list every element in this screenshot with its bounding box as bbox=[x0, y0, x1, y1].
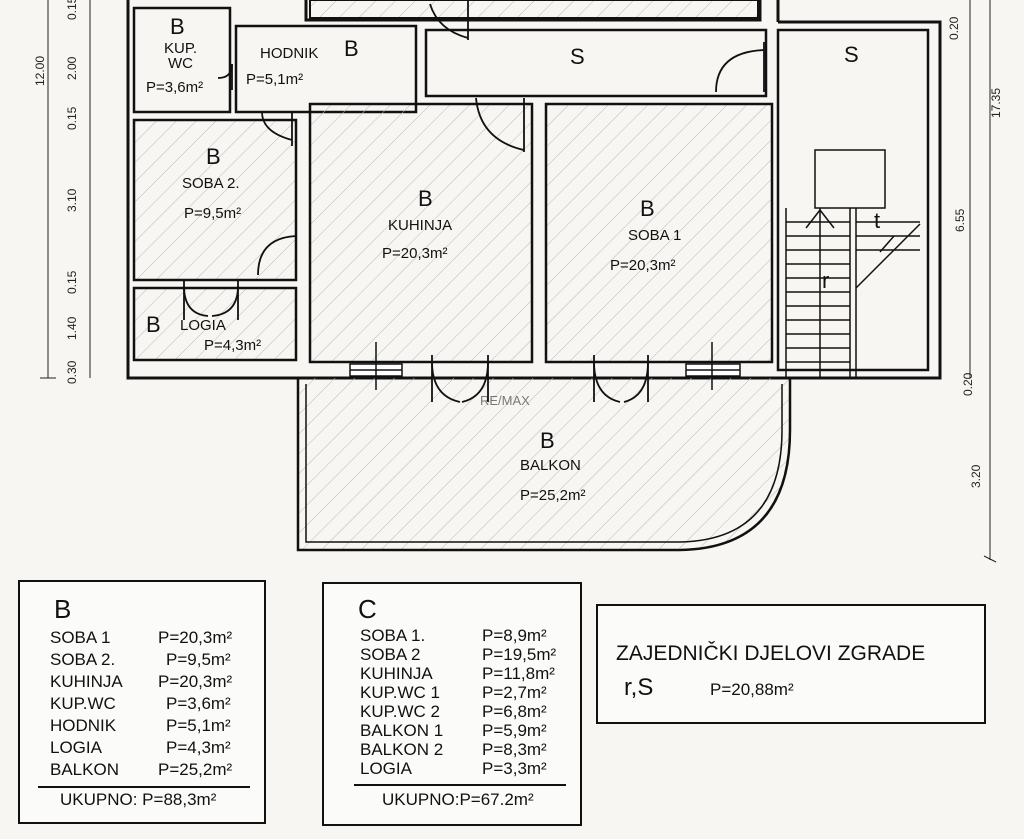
room-soba2 bbox=[132, 118, 298, 282]
balkon-name: BALKON bbox=[520, 457, 581, 474]
logia-letter: B bbox=[146, 312, 161, 337]
stair-r-label: r bbox=[822, 268, 829, 293]
kup-wc-name-1: KUP. bbox=[164, 40, 197, 57]
soba1-letter: B bbox=[640, 196, 655, 221]
kup-wc-letter: B bbox=[170, 14, 185, 39]
stair-s-label: S bbox=[844, 42, 859, 67]
dim-left-4: 3.10 bbox=[65, 188, 79, 212]
dim-left-5: 0.15 bbox=[65, 270, 79, 294]
opening-dashed bbox=[531, 205, 547, 315]
soba2-name: SOBA 2. bbox=[182, 175, 240, 192]
windows bbox=[349, 342, 741, 390]
table-c-total: UKUPNO:P=67.2m² bbox=[382, 790, 534, 809]
soba1-area: P=20,3m² bbox=[610, 257, 675, 274]
room-hodnik bbox=[234, 24, 418, 114]
dimension-texts: 12.00 2.00 0.15 0.15 3.10 0.15 1.40 0.30… bbox=[33, 0, 1003, 488]
kuhinja-name: KUHINJA bbox=[388, 217, 452, 234]
dim-left-1: 2.00 bbox=[65, 56, 79, 80]
table-b-row: SOBA 2.P=9,5m² bbox=[50, 650, 231, 669]
stair-t-label: t bbox=[874, 208, 880, 233]
kup-wc-name-2: WC bbox=[168, 55, 193, 72]
dim-left-2: 0.15 bbox=[65, 0, 79, 20]
room-kup-wc bbox=[132, 6, 232, 114]
dim-left-7: 0.30 bbox=[65, 360, 79, 384]
floor-plan: B KUP. WC P=3,6m² B HODNIK P=5,1m² S S B… bbox=[33, 0, 1003, 563]
table-b-title: B bbox=[54, 594, 72, 624]
room-balkon bbox=[296, 378, 792, 552]
staircase bbox=[785, 149, 921, 378]
table-b-total: UKUPNO: P=88,3m² bbox=[60, 790, 217, 809]
hodnik-letter: B bbox=[344, 36, 359, 61]
logia-area: P=4,3m² bbox=[204, 337, 261, 354]
hodnik-area: P=5,1m² bbox=[246, 71, 303, 88]
dim-right-1: 17.35 bbox=[989, 88, 1003, 118]
table-b-divider bbox=[38, 786, 250, 788]
soba2-area: P=9,5m² bbox=[184, 205, 241, 222]
dim-right-2: 6.55 bbox=[953, 208, 967, 232]
room-labels: B KUP. WC P=3,6m² B HODNIK P=5,1m² S S B… bbox=[146, 14, 880, 504]
hodnik-name: HODNIK bbox=[260, 45, 318, 62]
dim-right-4: 3.20 bbox=[969, 464, 983, 488]
balkon-area: P=25,2m² bbox=[520, 487, 585, 504]
shared-parts-box: ZAJEDNIČKI DJELOVI ZGRADE r,S P=20,88m² bbox=[596, 604, 986, 724]
shared-area: P=20,88m² bbox=[710, 680, 794, 699]
kup-wc-area: P=3,6m² bbox=[146, 79, 203, 96]
table-c-row: SOBA 1.P=8,9m² bbox=[360, 626, 547, 645]
table-c-title: C bbox=[358, 594, 377, 624]
balkon-letter: B bbox=[540, 428, 555, 453]
room-s-corridor bbox=[424, 28, 768, 98]
shared-title: ZAJEDNIČKI DJELOVI ZGRADE bbox=[616, 642, 926, 665]
walls bbox=[126, 0, 942, 380]
room-logia bbox=[132, 286, 298, 362]
room-soba1 bbox=[544, 102, 774, 364]
dim-right-0: 0.20 bbox=[947, 16, 961, 40]
dimension-lines bbox=[40, 0, 997, 563]
kuhinja-area: P=20,3m² bbox=[382, 245, 447, 262]
room-s-stair bbox=[776, 28, 930, 372]
shared-code: r,S bbox=[624, 674, 654, 701]
room-kuhinja bbox=[308, 102, 534, 364]
soba1-name: SOBA 1 bbox=[628, 227, 681, 244]
logia-name: LOGIA bbox=[180, 317, 226, 334]
dim-left-6: 1.40 bbox=[65, 316, 79, 340]
soba2-letter: B bbox=[206, 144, 221, 169]
kuhinja-letter: B bbox=[418, 186, 433, 211]
watermark-logo: RE/MAX bbox=[480, 393, 530, 408]
dim-left-0: 12.00 bbox=[33, 56, 47, 86]
dim-right-3: 0.20 bbox=[961, 372, 975, 396]
doors bbox=[183, 0, 765, 403]
corridor-s-label: S bbox=[570, 44, 585, 69]
table-c-divider bbox=[354, 784, 566, 786]
dim-left-3: 0.15 bbox=[65, 106, 79, 130]
